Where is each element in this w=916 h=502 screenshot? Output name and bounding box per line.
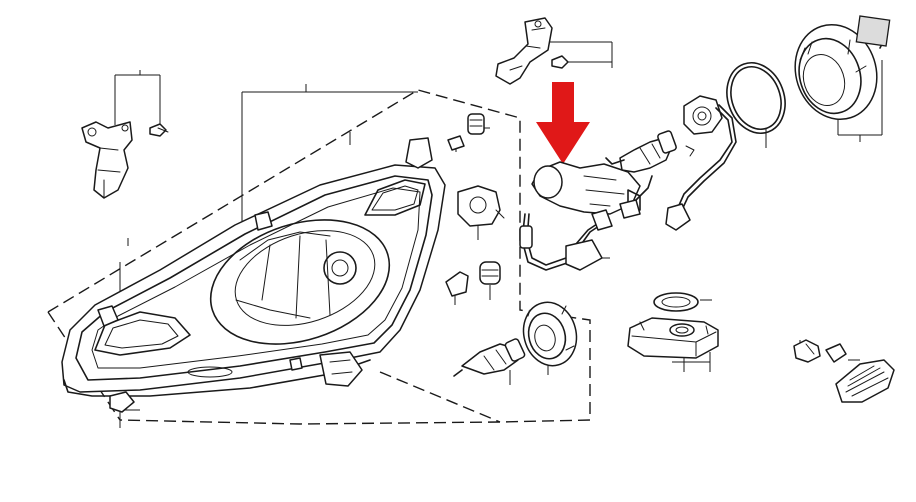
bulb-socket-small-1: [467, 113, 485, 135]
upper-bracket-center: [495, 17, 553, 85]
adjuster-socket: [457, 185, 505, 227]
side-marker-lens: [835, 359, 895, 403]
rear-cover-cap: [794, 15, 891, 121]
wedge-bulb: [445, 271, 469, 297]
round-socket-cover: [522, 301, 578, 367]
wiring-harness: [519, 175, 653, 271]
screw-center: [551, 55, 569, 69]
bulb-socket-small-2: [479, 261, 501, 285]
side-marker-bulb: [793, 339, 821, 363]
bulb-with-connector: [453, 338, 526, 377]
o-ring-large: [726, 62, 786, 134]
headlight-housing: [61, 137, 446, 397]
socket-with-cable: [665, 95, 737, 231]
side-marker-socket: [825, 343, 847, 363]
hid-igniter-module: [531, 161, 641, 215]
mounting-clip-bottom: [109, 391, 135, 413]
clip-small: [447, 135, 465, 151]
highlight-arrow: [536, 82, 590, 164]
hid-ballast-unit: [627, 317, 719, 359]
upper-bracket-left: [81, 121, 133, 199]
screw-left: [149, 123, 169, 137]
hid-bulb: [605, 130, 677, 173]
flat-seal-ring: [653, 292, 699, 312]
